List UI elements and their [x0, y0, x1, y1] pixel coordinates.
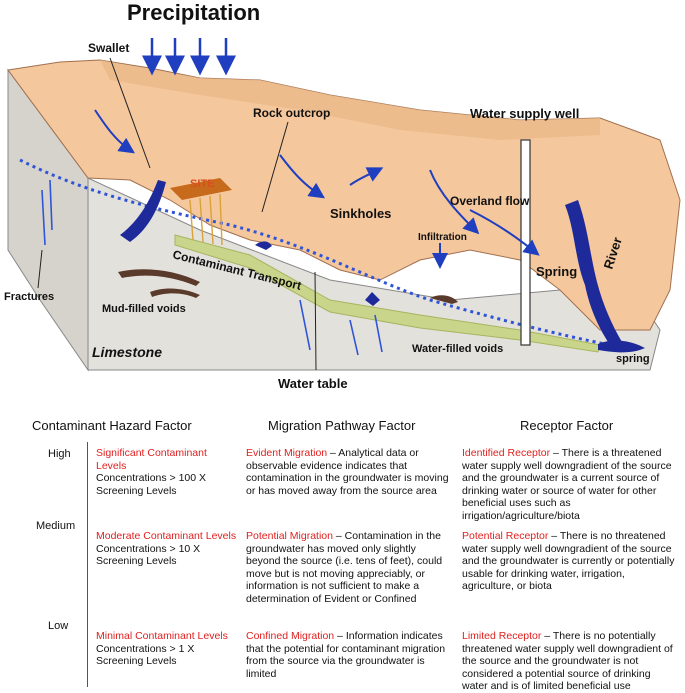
receptor-factor-header: Receptor Factor [520, 418, 614, 433]
hazard-title: Significant Contaminant Levels [96, 447, 207, 472]
site-label: SITE [190, 178, 214, 190]
infiltration-label: Infiltration [418, 232, 467, 243]
level-divider [87, 442, 88, 687]
hazard-body: Concentrations > 100 X Screening Levels [96, 472, 207, 497]
site-leachate [189, 193, 223, 246]
receptor-title: Identified Receptor [462, 447, 551, 459]
spring-label: Spring [536, 264, 577, 279]
contaminant-plume [174, 234, 601, 353]
karst-groundwater-diagram: Precipitation Swallet Rock outcrop Water… [4, 0, 681, 391]
fractures-label: Fractures [4, 291, 54, 303]
sinkholes-label: Sinkholes [330, 206, 391, 221]
hazard-title: Minimal Contaminant Levels [96, 630, 228, 642]
swallet-label: Swallet [88, 41, 129, 55]
risk-factor-table: Contaminant Hazard Factor Migration Path… [0, 400, 685, 693]
migration-cell-medium: Potential Migration – Contamination in t… [246, 530, 452, 606]
hazard-body: Concentrations > 1 X Screening Levels [96, 642, 195, 668]
receptor-body: – There is no threatened water supply we… [462, 530, 675, 593]
mud-filled-voids-label: Mud-filled voids [102, 303, 186, 315]
hazard-cell-low: Minimal Contaminant Levels Concentration… [96, 630, 238, 668]
migration-body: – Analytical data or observable evidence… [246, 447, 449, 497]
migration-title: Confined Migration [246, 630, 335, 642]
level-medium: Medium [36, 520, 76, 532]
precipitation-arrows [142, 38, 236, 76]
migration-title: Potential Migration [246, 530, 333, 542]
receptor-title: Limited Receptor [462, 630, 542, 642]
flow-arrows [94, 109, 540, 269]
receptor-body: – There is no potentially threatened wat… [462, 630, 673, 693]
hazard-title: Moderate Contaminant Levels [96, 530, 237, 542]
rock-outcrop-leader [261, 121, 289, 213]
hazard-body: Concentrations > 10 X Screening Levels [96, 542, 201, 568]
hazard-cell-high: Significant Contaminant Levels Concentra… [96, 447, 238, 497]
fractures-leader [37, 249, 43, 289]
fractures [41, 179, 383, 356]
receptor-body: – There is a threatened water supply wel… [462, 447, 672, 522]
receptor-cell-medium: Potential Receptor – There is no threate… [462, 530, 676, 593]
receptor-cell-low: Limited Receptor – There is no potential… [462, 630, 676, 693]
site-patch [170, 178, 232, 200]
river [565, 200, 622, 345]
water-filled-voids-label: Water-filled voids [412, 343, 503, 355]
migration-title: Evident Migration [246, 447, 328, 459]
water-supply-well-label: Water supply well [470, 106, 579, 121]
water-table-leader [314, 271, 317, 371]
limestone-label: Limestone [92, 344, 162, 360]
overland-flow-label: Overland flow [450, 194, 530, 208]
migration-body: – Contamination in the groundwater has m… [246, 530, 443, 605]
mud-filled-voids [118, 269, 458, 304]
migration-body: – Information indicates that the potenti… [246, 630, 446, 680]
swallet-leader [109, 57, 151, 169]
receptor-title: Potential Receptor [462, 530, 549, 542]
rock-outcrop-label: Rock outcrop [253, 106, 330, 120]
hazard-cell-medium: Moderate Contaminant Levels Concentratio… [96, 530, 238, 568]
migration-factor-header: Migration Pathway Factor [268, 418, 416, 433]
water-table-label: Water table [278, 376, 348, 391]
migration-cell-high: Evident Migration – Analytical data or o… [246, 447, 452, 497]
level-low: Low [48, 620, 69, 632]
precipitation-label: Precipitation [127, 0, 260, 25]
surface-shading [100, 60, 600, 140]
hazard-factor-header: Contaminant Hazard Factor [32, 418, 192, 433]
migration-cell-low: Confined Migration – Information indicat… [246, 630, 452, 680]
receptor-cell-high: Identified Receptor – There is a threate… [462, 447, 676, 523]
level-high: High [48, 448, 71, 460]
spring-lower-label: spring [616, 353, 650, 365]
